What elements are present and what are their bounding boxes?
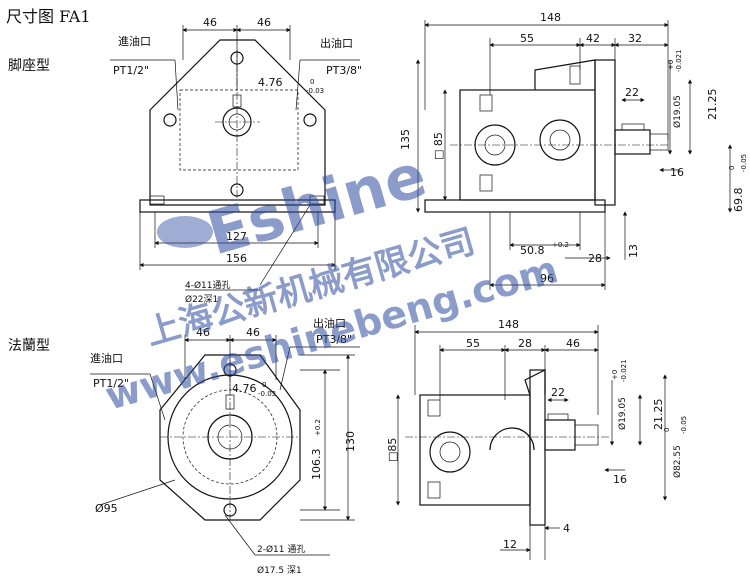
flange-outlet-label: 出油口 bbox=[313, 316, 346, 330]
foot-cbore-note: Ø22深1 bbox=[185, 294, 218, 305]
flange-dim-95: Ø95 bbox=[95, 502, 118, 515]
side-dim-2125: 21.25 bbox=[706, 89, 719, 121]
flange-key-tol-lower: -0.03 bbox=[258, 390, 276, 398]
flange-key-tol-upper: 0 bbox=[262, 381, 266, 389]
side-dim-42: 42 bbox=[586, 32, 600, 45]
flange-side-view: 148 55 28 46 □85 22 Ø19.05 +0 -0.021 21.… bbox=[386, 318, 688, 560]
foot-front-view: 46 46 4.76 0 -0.03 進油口 PT1/2" 出油口 PT3/8" bbox=[110, 16, 362, 305]
side-dim-148: 148 bbox=[540, 11, 561, 24]
fside-dim-28: 28 bbox=[518, 337, 532, 350]
fside-dim-148: 148 bbox=[498, 318, 519, 331]
side-dim-96: 96 bbox=[540, 272, 554, 285]
key-tol-lower: -0.03 bbox=[306, 87, 324, 95]
flange-dim-130: 130 bbox=[344, 431, 357, 452]
side-dim-28: 28 bbox=[588, 252, 602, 265]
flange-key-dim: 4.76 bbox=[232, 382, 257, 395]
foot-inlet-thread: PT1/2" bbox=[113, 64, 149, 77]
side-698-tol-lower: -0.05 bbox=[740, 154, 748, 172]
fside-dim-55: 55 bbox=[466, 337, 480, 350]
side-dim-16: 16 bbox=[670, 166, 684, 179]
flange-type-label: 法蘭型 bbox=[8, 338, 50, 354]
flange-cbore-note: Ø17.5 深1 bbox=[257, 565, 302, 576]
foot-outlet-thread: PT3/8" bbox=[326, 64, 362, 77]
side-dim-13: 13 bbox=[627, 244, 640, 258]
watermark-logo-icon bbox=[157, 216, 213, 248]
fside-8255-tol-lower: -0.05 bbox=[680, 416, 688, 434]
flange-inlet-label: 進油口 bbox=[90, 351, 123, 365]
fside-dim-46: 46 bbox=[566, 337, 580, 350]
fside-shaft-dia: Ø19.05 bbox=[617, 397, 628, 430]
dim-46-right: 46 bbox=[257, 16, 271, 29]
side-698-tol-upper: 0 bbox=[728, 166, 736, 170]
fside-dim-12: 12 bbox=[503, 538, 517, 551]
foot-holes-note: 4-Ø11通孔 bbox=[185, 280, 231, 291]
side-dim-22: 22 bbox=[625, 86, 639, 99]
side-dim-85: □ 85 bbox=[432, 132, 445, 160]
dim-46-left: 46 bbox=[203, 16, 217, 29]
side-dim-698: 69.8 bbox=[732, 188, 745, 213]
fside-dim-2125: 21.25 bbox=[652, 399, 665, 431]
side-dim-135: 135 bbox=[399, 129, 412, 150]
fside-dim-4: 4 bbox=[563, 522, 570, 535]
dim-127: 127 bbox=[226, 230, 247, 243]
side-dim-32: 32 bbox=[628, 32, 642, 45]
key-tol-upper: 0 bbox=[310, 78, 314, 86]
flange-dim-46-left: 46 bbox=[196, 326, 210, 339]
shaft-tol-lower: -0.021 bbox=[675, 49, 683, 72]
flange-1063-tol: +0.2 bbox=[314, 419, 322, 436]
fside-dim-16: 16 bbox=[613, 473, 627, 486]
flange-front-view: 46 46 4.76 0 -0.03 進油口 PT1/2" 出油口 PT3/8"… bbox=[90, 316, 360, 576]
foot-outlet-label: 出油口 bbox=[320, 36, 353, 50]
watermark: Eshine 上海公新机械有限公司 www.eshinebeng.com bbox=[100, 141, 562, 419]
side-dim-508: 50.8 bbox=[520, 244, 545, 257]
foot-type-label: 脚座型 bbox=[8, 58, 50, 74]
fside-shaft-tol-upper: +0 bbox=[611, 370, 619, 380]
flange-inlet-thread: PT1/2" bbox=[93, 377, 129, 390]
shaft-dia-dim: Ø19.05 bbox=[672, 95, 683, 128]
key-width-dim: 4.76 bbox=[258, 76, 283, 89]
foot-side-view: 148 55 42 32 135 □ 85 22 Ø19 bbox=[399, 11, 748, 290]
fside-dim-8255: Ø82.55 bbox=[672, 445, 683, 478]
fside-dim-85: □85 bbox=[386, 438, 399, 462]
flange-dim-1063: 106.3 bbox=[310, 449, 323, 481]
fside-8255-tol-upper: 0 bbox=[663, 428, 671, 432]
fside-shaft-tol-lower: -0.021 bbox=[620, 359, 628, 382]
drawing-title: 尺寸图 FA1 bbox=[6, 7, 91, 26]
shaft-tol-upper: +0 bbox=[667, 60, 675, 70]
flange-holes-note: 2-Ø11 通孔 bbox=[257, 544, 305, 555]
flange-outlet-thread: PT3/8" bbox=[316, 333, 352, 346]
foot-inlet-label: 進油口 bbox=[118, 34, 151, 48]
side-508-tol: +0.2 bbox=[552, 241, 569, 249]
dim-156: 156 bbox=[226, 252, 247, 265]
side-dim-55: 55 bbox=[520, 32, 534, 45]
flange-dim-46-right: 46 bbox=[246, 326, 260, 339]
fside-dim-22: 22 bbox=[551, 386, 565, 399]
